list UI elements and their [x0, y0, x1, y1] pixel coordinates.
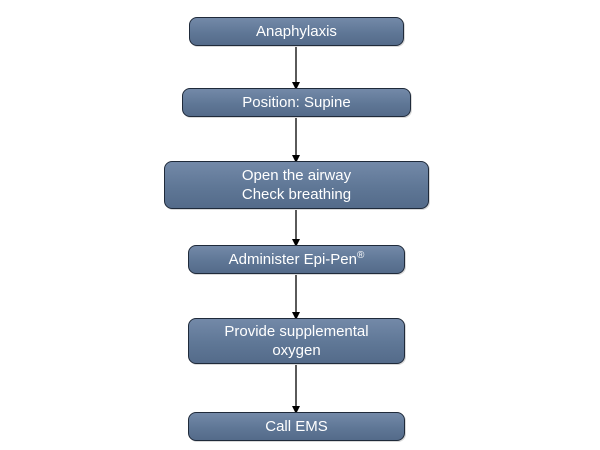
step-administer-epipen: Administer Epi-Pen® [188, 245, 405, 274]
step-administer-epipen-text: Administer Epi-Pen® [229, 250, 365, 269]
step-anaphylaxis-text: Anaphylaxis [256, 23, 337, 40]
step-call-ems: Call EMS [188, 412, 405, 441]
step-supplemental-oxygen: Provide supplemental oxygen [188, 318, 405, 364]
step-supplemental-oxygen-line1: Provide supplemental [224, 323, 369, 340]
registered-mark: ® [357, 250, 365, 261]
step-open-airway-line2: Check breathing [241, 186, 352, 203]
step-open-airway: Open the airway Check breathing [164, 161, 429, 209]
step-anaphylaxis: Anaphylaxis [189, 17, 404, 46]
step-position-supine: Position: Supine [182, 88, 411, 117]
step-position-supine-text: Position: Supine [242, 94, 351, 111]
step-administer-epipen-label: Administer Epi-Pen [228, 251, 357, 268]
step-open-airway-line1: Open the airway [241, 167, 352, 184]
step-supplemental-oxygen-line2: oxygen [272, 342, 321, 359]
step-call-ems-text: Call EMS [265, 418, 328, 435]
